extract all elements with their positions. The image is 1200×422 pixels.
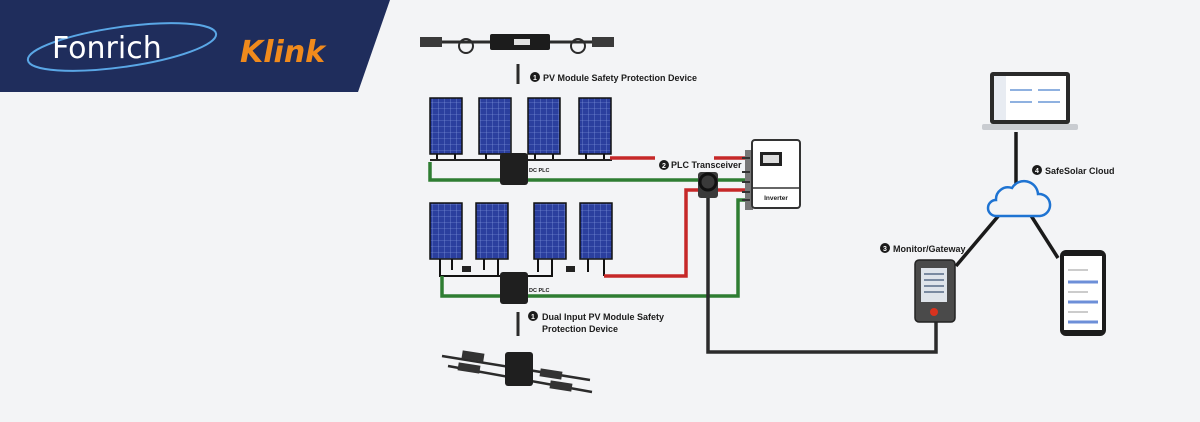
dual-device-number-badge (528, 311, 538, 321)
dc-plc-label-top: DC PLC (529, 168, 550, 174)
dc-plc-box-bottom (500, 272, 528, 304)
phone-icon (1060, 250, 1106, 336)
solar-panel (578, 97, 612, 155)
monitor-number-badge (880, 243, 890, 253)
plc-label: PLC Transceiver (671, 160, 742, 170)
cloud-icon (986, 179, 1052, 218)
bottom-panel-row (429, 202, 613, 277)
monitor-number: 3 (883, 246, 887, 253)
solar-panel (429, 97, 463, 155)
dc-plc-label-bottom: DC PLC (529, 288, 550, 294)
laptop-icon (982, 72, 1078, 130)
pv-device-label: PV Module Safety Protection Device (543, 73, 697, 83)
gateway-cloud-link (954, 212, 1002, 268)
plc-transceiver (698, 172, 718, 198)
pv-device-number: 1 (533, 75, 537, 82)
solar-panel (478, 97, 512, 155)
pv-device-number-badge (530, 72, 540, 82)
top-green-wire-left (428, 162, 500, 182)
klink-logo: Klink (240, 35, 327, 70)
dual-device-number: 1 (531, 314, 535, 321)
dual-device-label-line2: Protection Device (542, 324, 618, 334)
top-panel-row (429, 97, 612, 161)
cloud-number-badge (1032, 165, 1042, 175)
inverter: Inverter (742, 139, 801, 210)
solar-panel (579, 202, 613, 260)
monitor-gateway (914, 259, 956, 323)
fonrich-swoosh (26, 22, 218, 72)
cloud-number: 4 (1035, 168, 1039, 175)
bottom-red-wire (604, 188, 745, 278)
pv-safety-device (420, 34, 614, 54)
fonrich-logo: Fonrich (52, 31, 162, 66)
dual-input-device (441, 350, 593, 394)
dc-plc-box-top (500, 153, 528, 185)
communication-cable (706, 198, 938, 354)
plc-number: 2 (662, 163, 666, 170)
brand-banner: Fonrich Klink (0, 0, 390, 92)
plc-number-badge (659, 160, 669, 170)
bottom-green-wire-left (440, 276, 500, 298)
inverter-label: Inverter (764, 195, 788, 202)
cloud-phone-link (1028, 213, 1060, 259)
solar-panel (429, 202, 463, 260)
solar-panel (475, 202, 509, 260)
solar-panel (527, 97, 561, 155)
cloud-label: SafeSolar Cloud (1045, 166, 1115, 176)
bottom-green-wire-right (528, 198, 745, 298)
dual-device-label-line1: Dual Input PV Module Safety (542, 312, 664, 322)
monitor-label: Monitor/Gateway (893, 244, 966, 254)
solar-panel (533, 202, 567, 260)
